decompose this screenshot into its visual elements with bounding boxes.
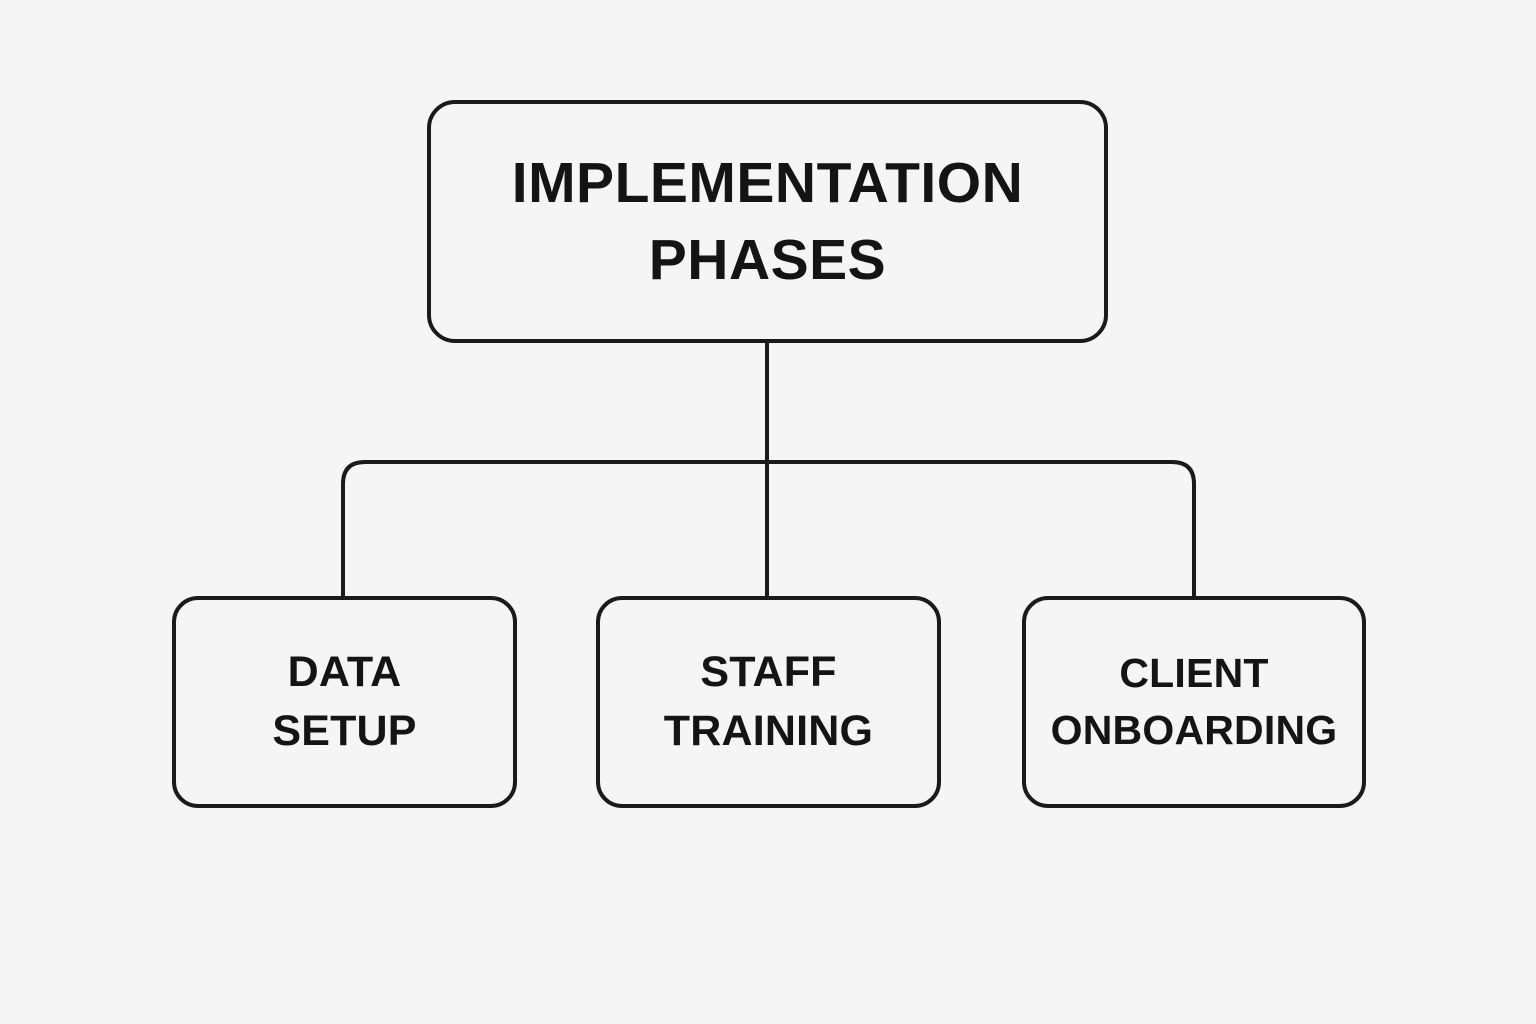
- node-root-label-line2: PHASES: [648, 227, 887, 292]
- node-child-staff-training-label: STAFF TRAINING: [650, 643, 887, 762]
- node-child-1-line1: STAFF: [700, 647, 837, 696]
- node-child-client-onboarding-label: CLIENT ONBOARDING: [1045, 645, 1344, 758]
- node-root-label: IMPLEMENTATION PHASES: [498, 145, 1038, 299]
- connector-bus: [341, 460, 1196, 596]
- node-child-2-line2: ONBOARDING: [1050, 707, 1338, 753]
- node-root[interactable]: IMPLEMENTATION PHASES: [427, 100, 1108, 343]
- node-child-2-line1: CLIENT: [1119, 650, 1269, 697]
- node-child-1-line2: TRAINING: [663, 707, 874, 755]
- node-child-client-onboarding[interactable]: CLIENT ONBOARDING: [1022, 596, 1366, 808]
- node-child-data-setup-label: DATA SETUP: [258, 643, 430, 762]
- node-root-label-line1: IMPLEMENTATION: [511, 150, 1024, 215]
- node-child-0-line2: SETUP: [272, 707, 417, 755]
- node-child-data-setup[interactable]: DATA SETUP: [172, 596, 517, 808]
- node-child-0-line1: DATA: [287, 647, 402, 696]
- node-child-staff-training[interactable]: STAFF TRAINING: [596, 596, 941, 808]
